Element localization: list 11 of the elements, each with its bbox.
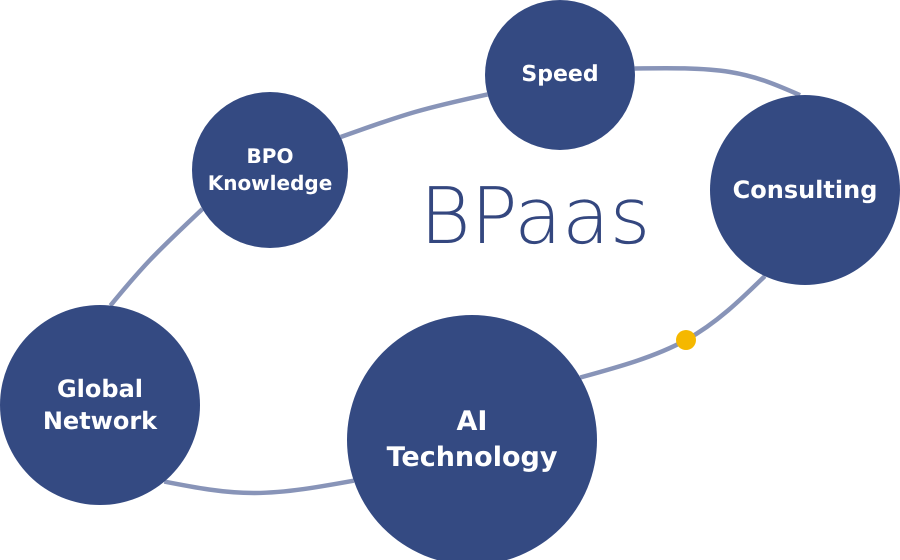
connector-line (634, 66, 801, 98)
diagram-title: BPaas (418, 178, 652, 256)
node-label: Consulting (732, 174, 878, 206)
node-label: Global Network (42, 374, 158, 437)
node-label: Speed (521, 61, 599, 90)
connector-line (108, 207, 204, 307)
connector-line (340, 92, 488, 140)
connector-line (164, 478, 354, 496)
node-label: AI Technology (386, 404, 558, 475)
node-label: BPO Knowledge (206, 143, 334, 197)
connector-line (580, 274, 766, 380)
